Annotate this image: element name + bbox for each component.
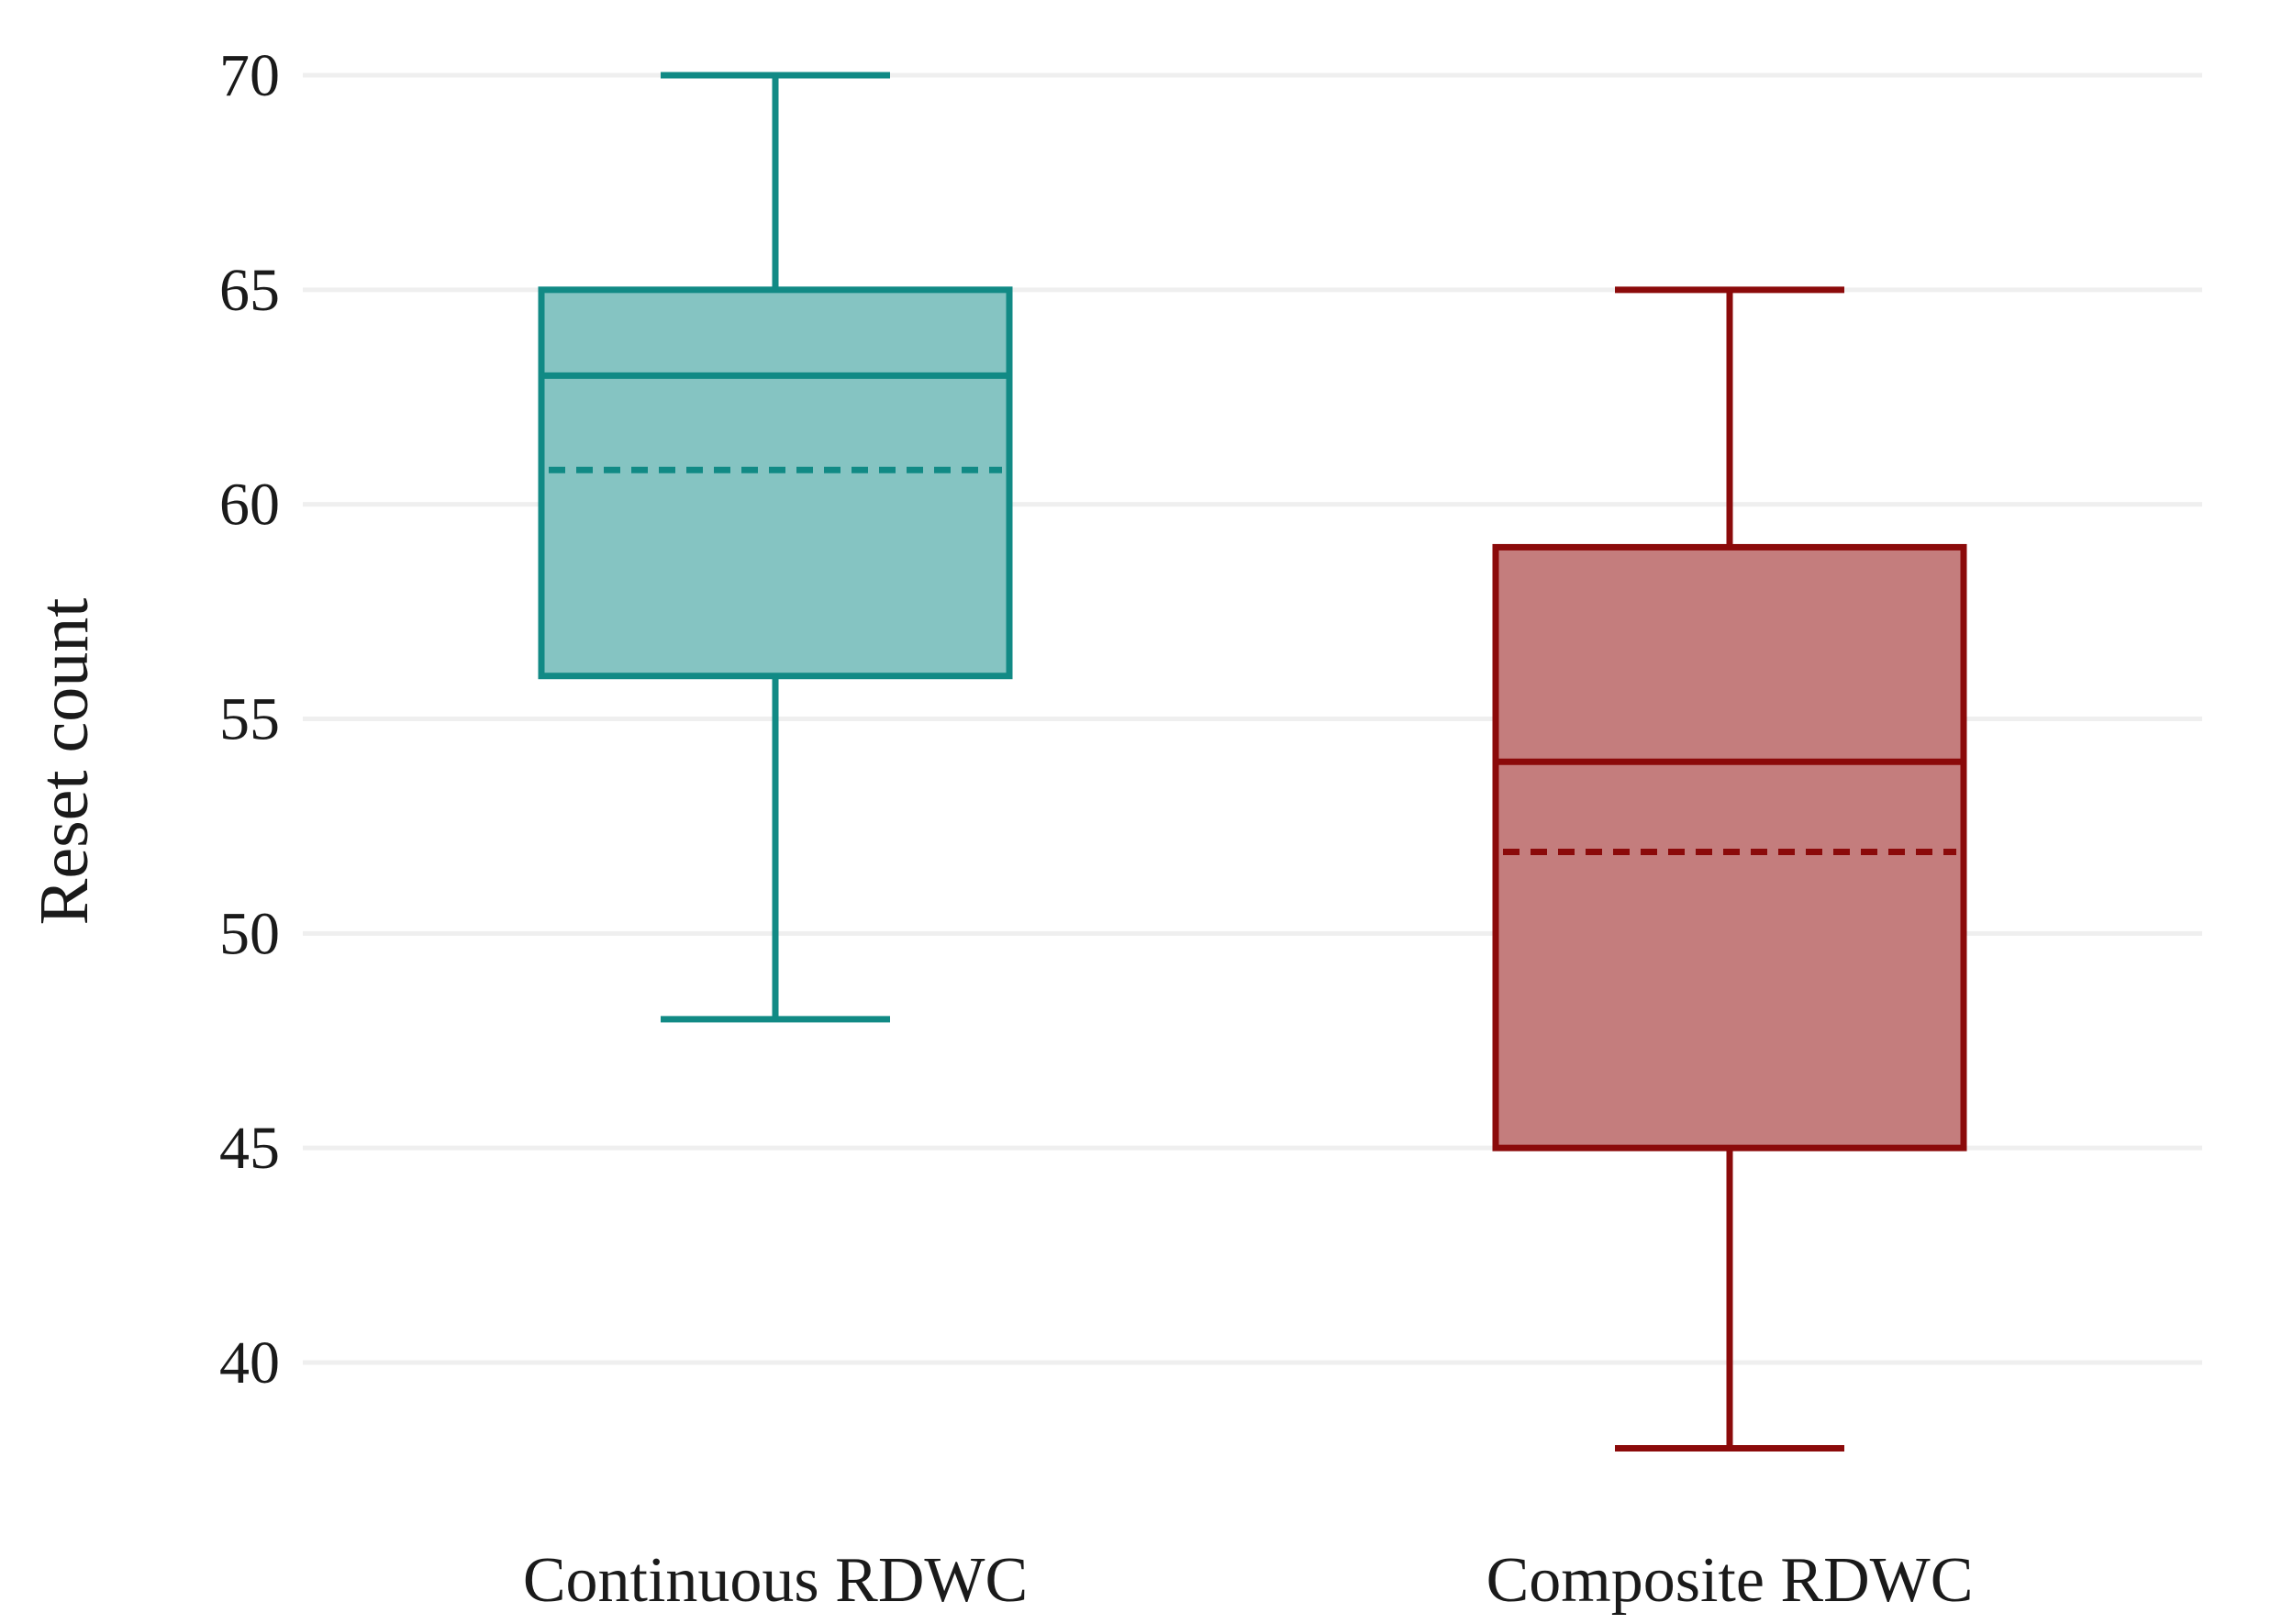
box-group-1	[1492, 286, 1967, 1452]
boxes	[538, 72, 1967, 1452]
x-axis-categories: Continuous RDWC Composite RDWC	[523, 1545, 1974, 1616]
y-tick-label: 50	[219, 900, 280, 967]
y-tick-label: 45	[219, 1115, 280, 1182]
y-tick-label: 70	[219, 42, 280, 109]
x-category-label: Composite RDWC	[1486, 1545, 1974, 1616]
box-group-0	[538, 72, 1013, 1023]
x-category-label: Continuous RDWC	[523, 1545, 1028, 1616]
y-tick-label: 40	[219, 1329, 280, 1396]
y-tick-label: 65	[219, 257, 280, 324]
y-tick-label: 60	[219, 472, 280, 539]
iqr-box	[1492, 543, 1967, 1151]
iqr-box	[538, 286, 1013, 680]
y-axis-title: Reset count	[26, 598, 103, 926]
y-tick-label: 55	[219, 686, 280, 753]
y-axis-ticks: 40 45 50 55 60 65 70	[219, 42, 280, 1396]
